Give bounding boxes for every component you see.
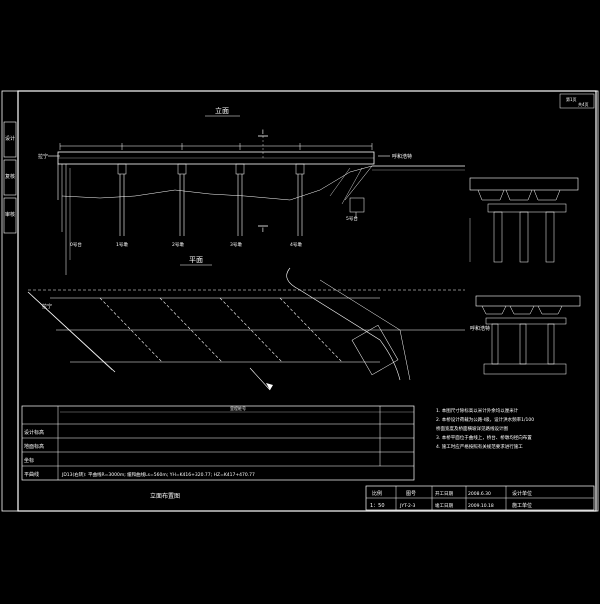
left-strip-label-0: 设计 — [5, 135, 15, 142]
section-mark-top: I — [262, 129, 264, 136]
pier-3 — [235, 163, 245, 236]
cross-section-upper — [469, 177, 579, 263]
scale-value: 1：50 — [370, 503, 385, 509]
note-2: 桥面宽度及桥面横坡详见路线设计图 — [436, 425, 508, 432]
note-4: 4. 施工时应严格按照有关规范要求进行施工 — [436, 443, 523, 450]
table-row-label-1: 地面标高 — [24, 443, 44, 450]
drawing-no-header: 图号 — [406, 491, 416, 497]
pier-label-5: 5号台 — [346, 215, 358, 222]
elevation-dimensions — [59, 143, 373, 150]
inner-frame — [17, 90, 597, 512]
direction-left-elev: 拉宁 — [38, 153, 48, 160]
corner-label-0: 第1页 — [566, 96, 577, 102]
curve-text: JD13(右转): 平曲线R=3000m; 缓和曲线Ls=560m; YH=K4… — [61, 471, 255, 478]
table-row-label-3: 平曲线 — [24, 471, 39, 478]
drawing-no-value: JYT-2-3 — [399, 503, 416, 509]
pier-label-3: 3号墩 — [230, 241, 242, 248]
left-strip-label-2: 审核 — [5, 211, 15, 218]
title-block — [365, 485, 595, 511]
section-mark-bottom: I — [262, 227, 264, 234]
table-row-label-0: 设计标高 — [24, 429, 44, 436]
profile-table — [21, 405, 415, 481]
finish-date-label: 竣工日期 — [435, 502, 453, 509]
bridge-deck-elevation — [57, 151, 375, 165]
pier-label-0: 0号台 — [70, 241, 82, 248]
finish-date-value: 2009.10.18 — [468, 503, 494, 509]
left-embankment — [57, 164, 71, 275]
plan-title: 平面 — [189, 256, 203, 264]
note-0: 1. 本图尺寸除标高以米计外余均以厘米计 — [436, 407, 519, 414]
pier-label-4: 4号墩 — [290, 241, 302, 248]
left-strip-label-1: 复核 — [5, 173, 15, 180]
start-date-value: 2008.6.30 — [468, 491, 491, 497]
construction-unit: 施工单位 — [512, 502, 532, 509]
table-top-label: 里程桩号 — [230, 405, 246, 411]
left-strip: 设计 复核 审核 — [3, 121, 17, 234]
direction-right-elev: 呼和浩特 — [392, 153, 412, 160]
design-unit: 设计单位 — [512, 490, 532, 497]
pier-label-1: 1号墩 — [116, 241, 128, 248]
scale-header: 比例 — [372, 490, 382, 497]
elevation-title: 立面 — [215, 106, 229, 115]
corner-box — [559, 93, 595, 109]
ground-line — [61, 165, 465, 201]
note-3: 3. 本桥平面位于曲线上，桥台、桥墩均径向布置 — [436, 434, 532, 441]
pier-2 — [177, 163, 187, 236]
abutment-5 — [349, 197, 365, 218]
table-row-label-2: 坐标 — [24, 457, 34, 464]
corner-label-1: 共4页 — [578, 101, 589, 107]
pier-4 — [295, 163, 305, 236]
start-date-label: 开工日期 — [435, 491, 453, 497]
pier-1 — [117, 163, 127, 236]
pier-label-2: 2号墩 — [172, 241, 184, 248]
bottom-title: 立面布置图 — [150, 492, 180, 500]
note-1: 2. 本桥设计荷载为公路-I级，设计洪水频率1/100 — [436, 416, 534, 423]
plan-view — [27, 267, 465, 391]
notes-block: 1. 本图尺寸除标高以米计外余均以厘米计 2. 本桥设计荷载为公路-I级，设计洪… — [436, 407, 534, 450]
direction-right-plan: 呼和浩特 — [470, 325, 490, 332]
right-embankment — [329, 165, 465, 205]
direction-left-plan: 拉宁 — [42, 303, 52, 310]
cross-section-lower — [475, 295, 581, 375]
